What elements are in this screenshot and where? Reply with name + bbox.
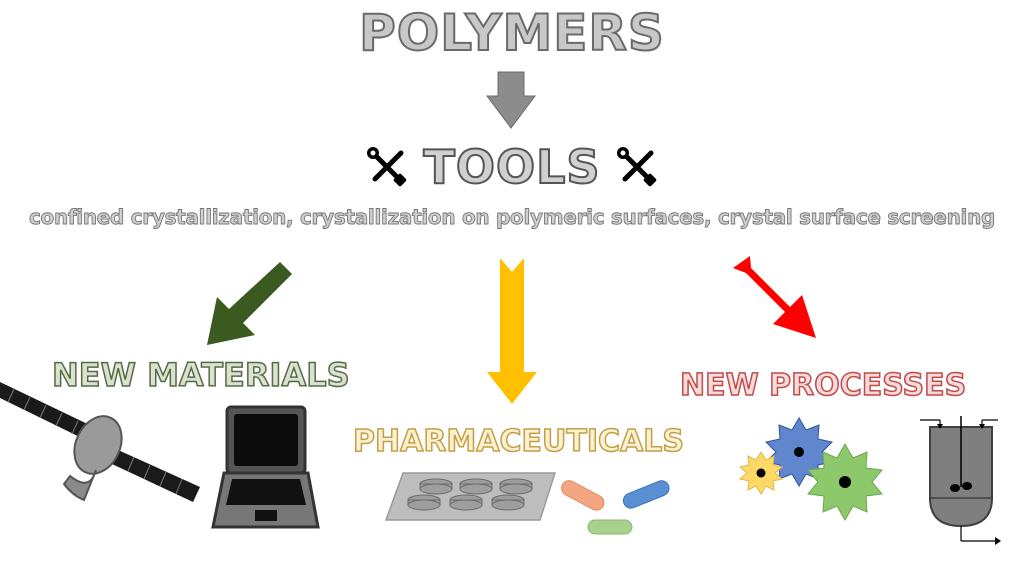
label-new-materials: NEW MATERIALS <box>51 355 350 395</box>
arrow-to-processes <box>733 256 816 338</box>
laptop-icon <box>211 405 320 529</box>
title-polymers: POLYMERS <box>358 3 665 63</box>
pill-blister-icon <box>384 472 557 521</box>
arrow-to-materials <box>207 262 292 345</box>
label-pharmaceuticals: PHARMACEUTICALS <box>352 423 684 460</box>
tools-label: TOOLS <box>422 139 601 195</box>
satellite-icon <box>0 382 200 502</box>
reactor-icon <box>920 416 1001 545</box>
tools-icon <box>367 147 407 187</box>
label-new-processes: NEW PROCESSES <box>679 367 967 404</box>
tools-icon <box>616 147 657 187</box>
tools-description: confined crystallization, crystallizatio… <box>28 205 996 230</box>
down-arrow-gray <box>486 71 536 129</box>
arrow-to-pharmaceuticals <box>487 258 537 404</box>
gear-icon <box>738 417 883 522</box>
capsule-icon <box>561 480 670 535</box>
tools-row: TOOLS <box>0 139 1024 195</box>
